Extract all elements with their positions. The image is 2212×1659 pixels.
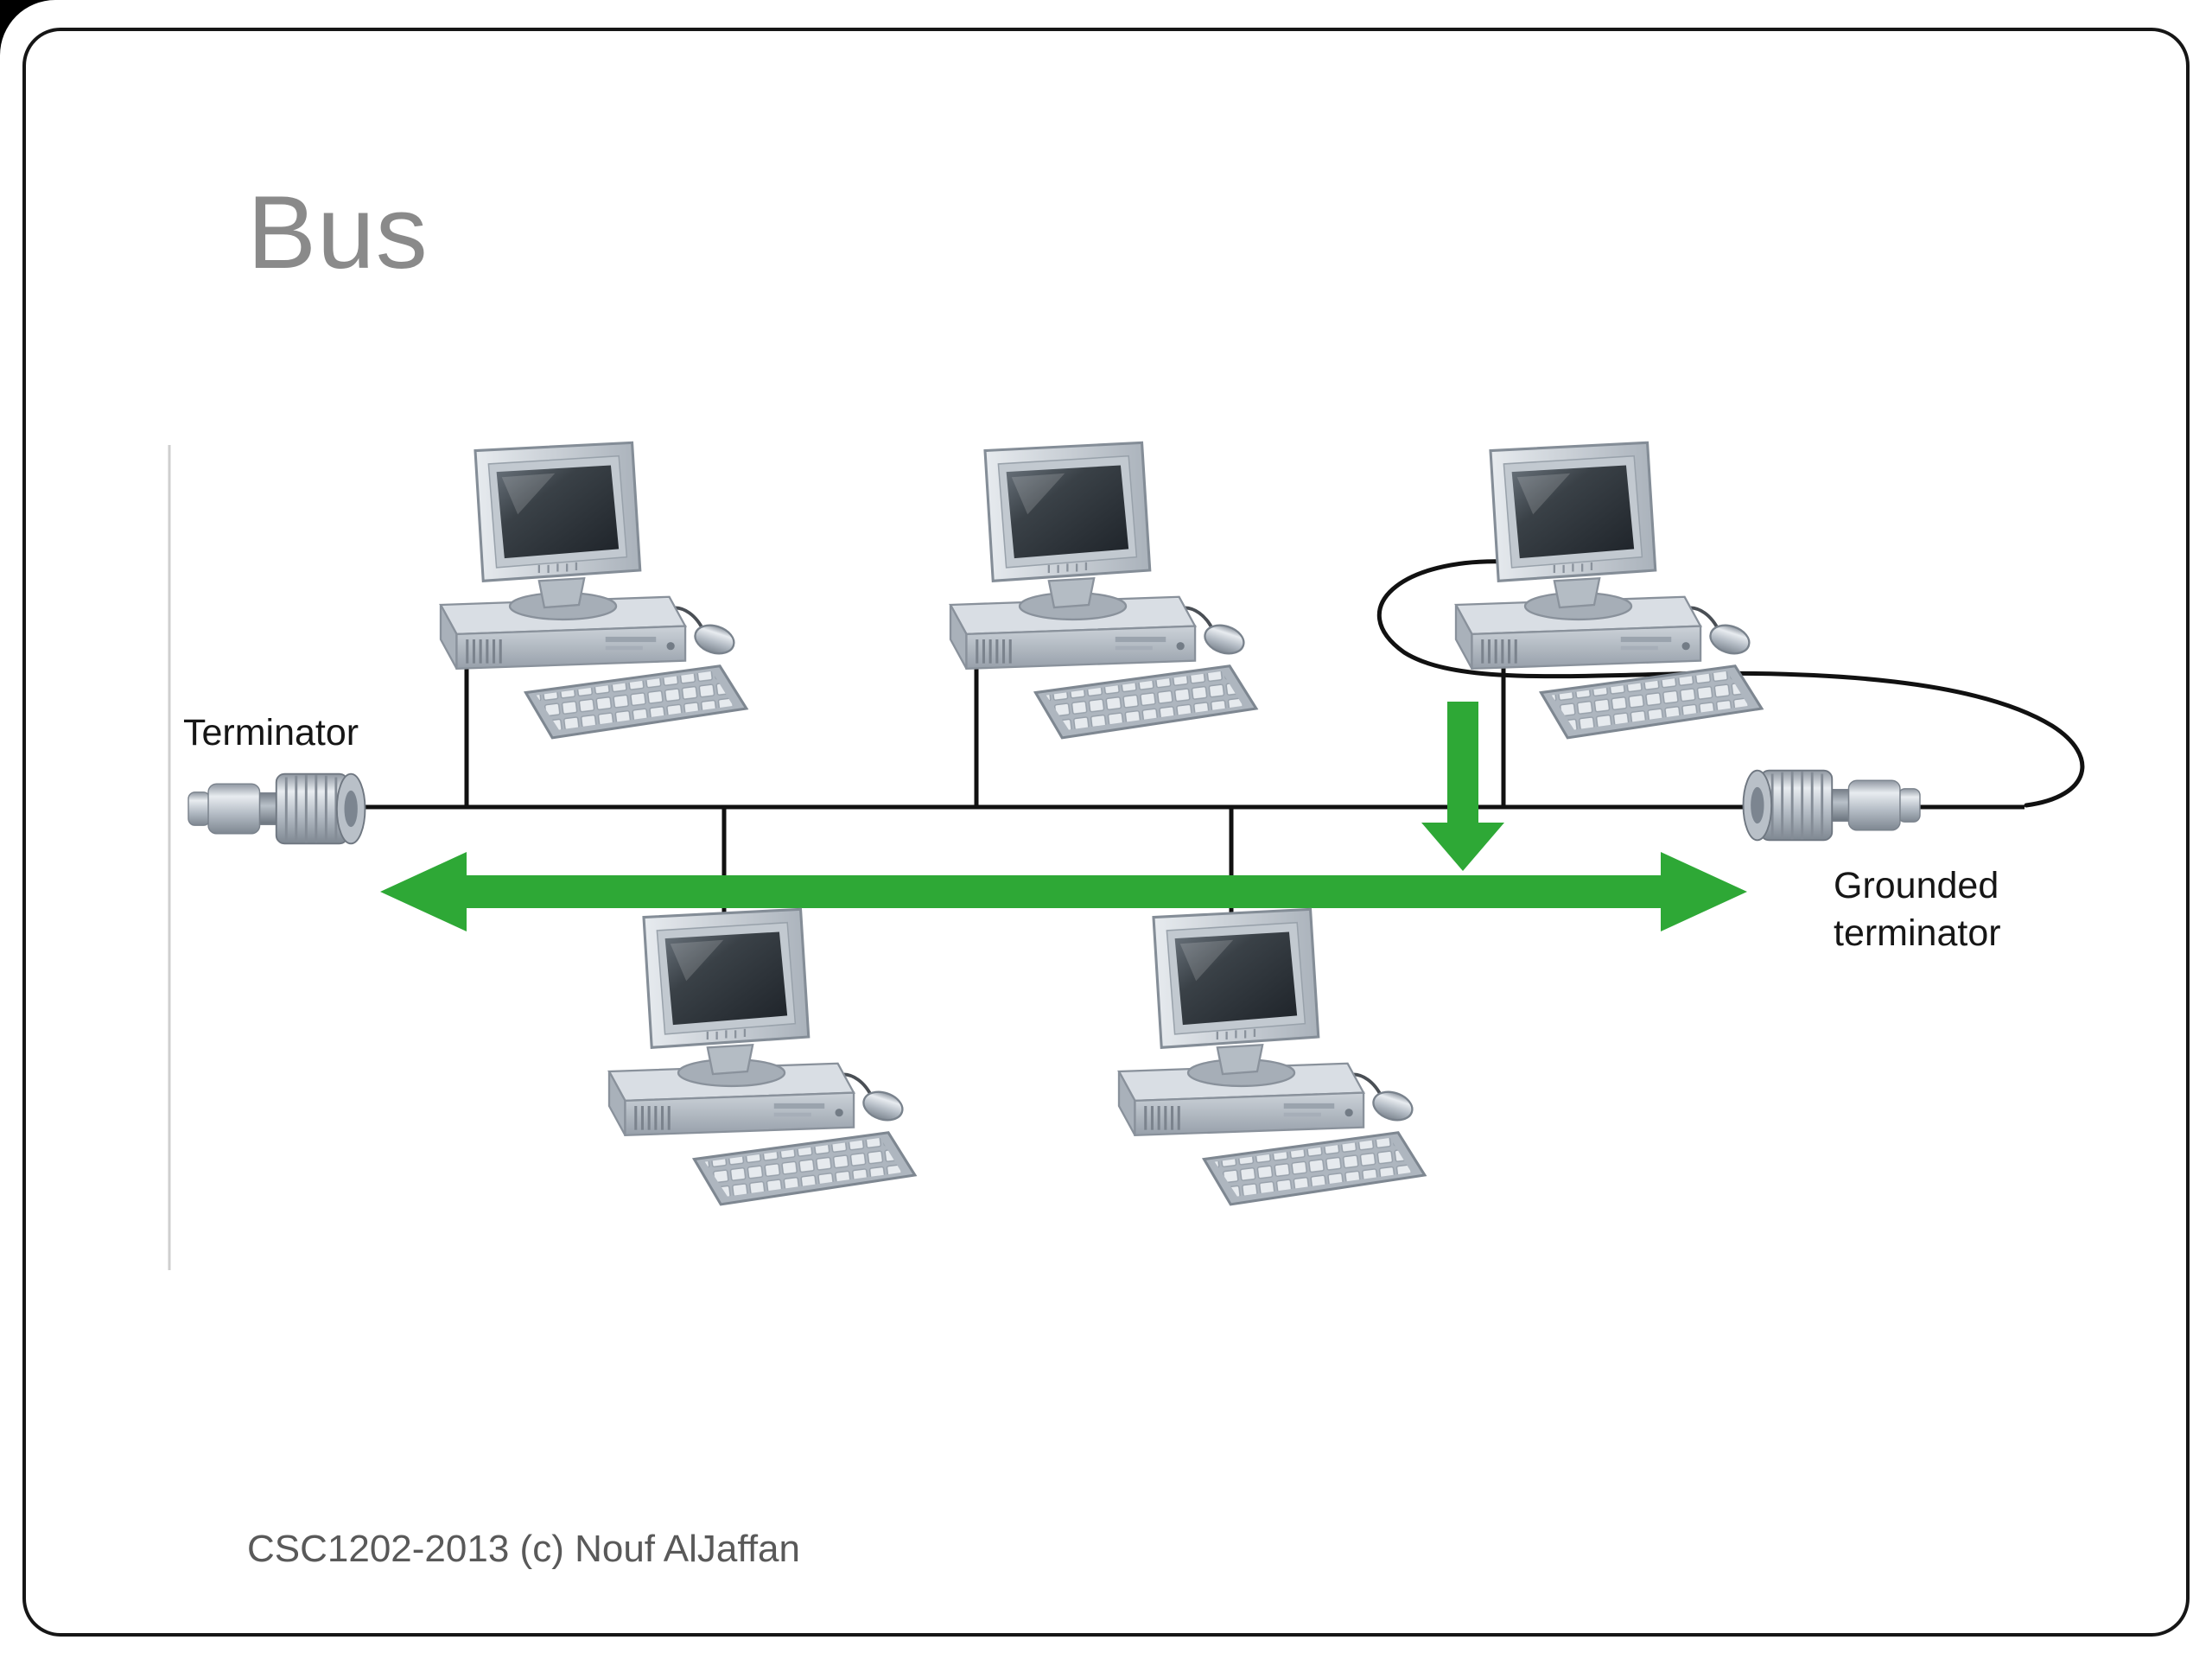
- terminator-label: Terminator: [183, 712, 359, 753]
- slide-border: [22, 28, 2190, 1637]
- bus-direction-arrow: [380, 852, 1747, 931]
- footer-credit: CSC1202-2013 (c) Nouf AlJaffan: [247, 1528, 800, 1570]
- grounded-terminator-label-line2: terminator: [1834, 912, 2001, 955]
- slide-title: Bus: [247, 175, 429, 290]
- signal-tap-arrow: [1421, 702, 1504, 871]
- grounded-terminator-label-line1: Grounded: [1834, 865, 1999, 906]
- grounded-terminator-label: Grounded terminator: [1834, 862, 2001, 957]
